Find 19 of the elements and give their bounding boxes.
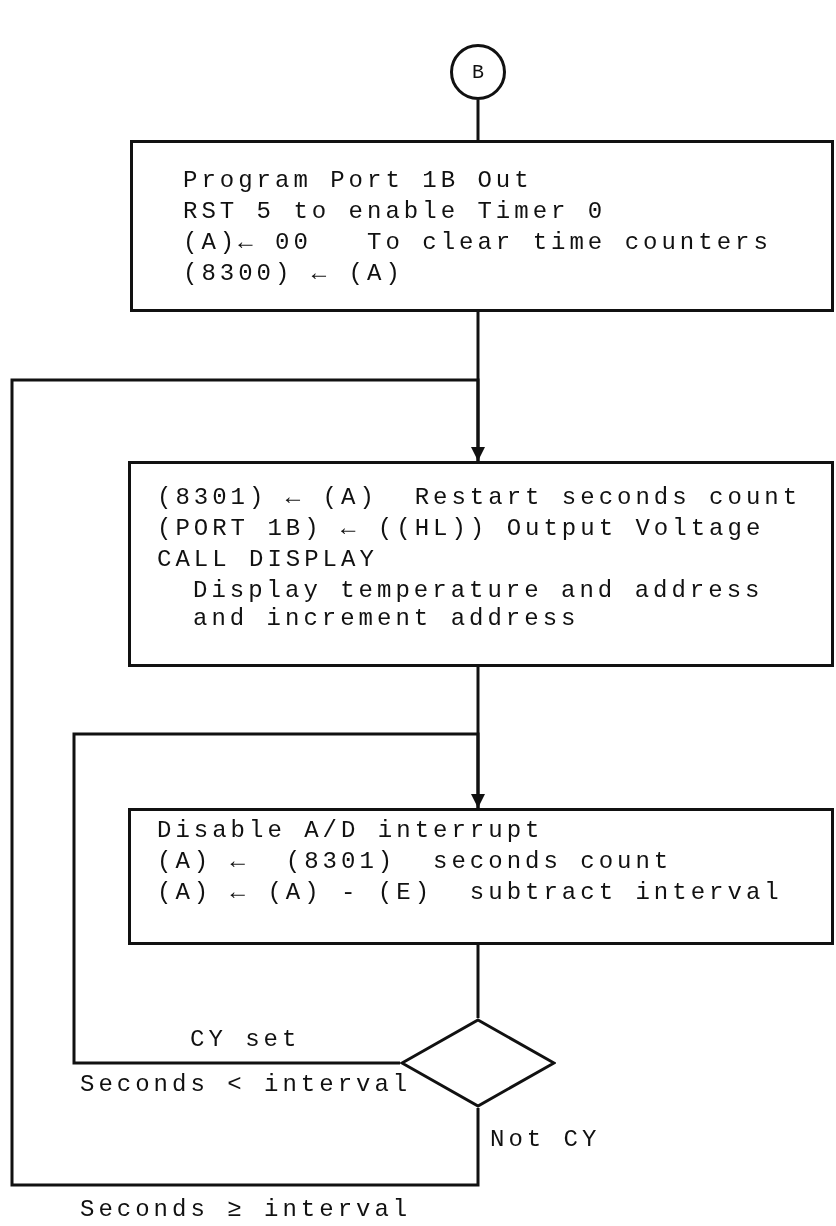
connector-line [476,945,480,1018]
statement-text: Display temperature and address and increment address [193,577,765,633]
process-box [128,808,834,945]
arrow [10,378,485,1187]
process-box [130,140,834,312]
statement-text: (A) ← (A) - (E) subtract interval [157,879,783,907]
statement-text: RST 5 to enable Timer 0 [183,198,607,226]
statement-text: (8300) ← (A) [183,260,404,288]
statement-text: (PORT 1B) ← ((HL)) Output Voltage [157,515,765,543]
arrow [72,732,485,1065]
statement-text: CALL DISPLAY [157,546,378,574]
statement-text: Program Port 1B Out [183,167,533,195]
connector-circle: B [450,44,506,100]
statement-text: (A)← 00 To clear time counters [183,229,772,257]
statement-text: (A) ← (8301) seconds count [157,848,673,876]
statement-text: (8301) ← (A) Restart seconds count [157,484,802,512]
statement-text: Disable A/D interrupt [157,817,544,845]
connector-line [476,100,480,140]
process-box [128,461,834,667]
